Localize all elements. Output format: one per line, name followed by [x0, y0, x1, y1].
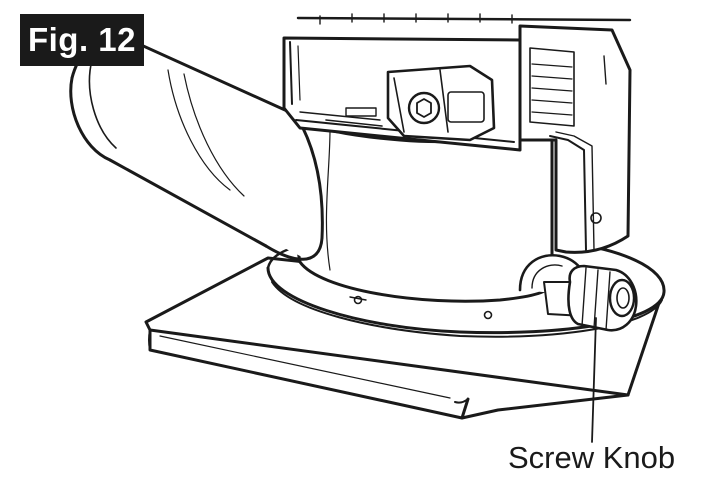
- figure-label: Fig. 12: [20, 14, 144, 66]
- screw-knob-assembly: [518, 253, 638, 332]
- lock-lever: [386, 64, 496, 142]
- screw-knob-label: Screw Knob: [508, 440, 676, 475]
- side-handle: [518, 24, 632, 254]
- callout-leader: [591, 317, 597, 443]
